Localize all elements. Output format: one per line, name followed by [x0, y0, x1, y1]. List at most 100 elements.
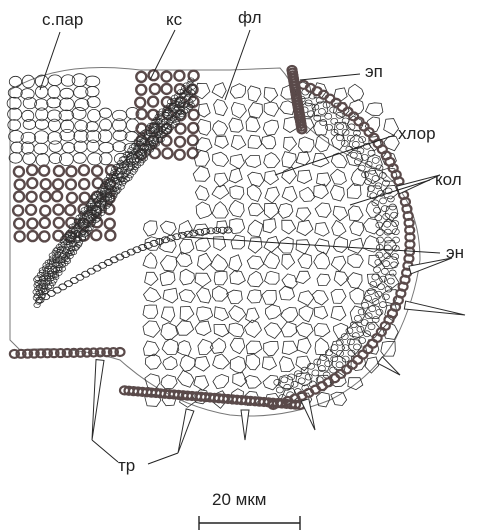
- cortex-cell: [347, 273, 363, 289]
- parenchyma-cell: [36, 153, 49, 166]
- cortex-cell: [280, 101, 294, 115]
- sclerenchyma-cell: [15, 180, 25, 190]
- trichome: [378, 357, 400, 375]
- sclerenchyma-cell: [54, 218, 64, 228]
- cortex-cell: [282, 186, 297, 202]
- collenchyma-cell: [368, 150, 375, 156]
- collenchyma-cell: [379, 172, 386, 178]
- label-hlor: хлор: [398, 124, 436, 144]
- sclerenchyma-cell: [52, 191, 62, 201]
- collenchyma-cell: [325, 113, 332, 119]
- cortex-cell: [265, 187, 280, 203]
- cortex-cell: [297, 220, 313, 235]
- leader-kol: [350, 180, 430, 205]
- cortex-cell: [214, 99, 228, 115]
- cortex-cell: [163, 288, 178, 303]
- cortex-cell: [145, 272, 158, 285]
- sclerenchyma-cell: [161, 72, 171, 82]
- collenchyma-cell: [337, 124, 344, 130]
- cortex-cell: [248, 271, 264, 287]
- cortex-cell: [195, 273, 211, 287]
- endodermis-cell: [70, 277, 78, 283]
- collenchyma-cell: [358, 309, 365, 315]
- trichome: [178, 409, 194, 453]
- cortex-cell: [331, 169, 347, 184]
- sclerenchyma-cell: [39, 166, 49, 176]
- sclerenchyma-cell: [137, 109, 147, 119]
- cortex-cell: [211, 254, 228, 270]
- cortex-cell: [230, 270, 246, 284]
- endodermis-cell: [65, 281, 73, 287]
- collenchyma-cell: [372, 157, 379, 163]
- cortex-cell: [296, 323, 313, 338]
- cortex-cell: [214, 271, 227, 285]
- cortex-cell: [265, 271, 280, 284]
- cortex-cell: [331, 290, 346, 304]
- cortex-cell: [195, 238, 210, 252]
- collenchyma-cell: [392, 220, 399, 226]
- cortex-cell: [248, 203, 263, 216]
- sclerenchyma-cell: [41, 179, 51, 189]
- parenchyma-cell: [7, 97, 21, 109]
- cortex-cell: [248, 103, 262, 119]
- cortex-cell: [299, 306, 313, 322]
- cortex-cell: [229, 200, 244, 217]
- collenchyma-cell: [375, 215, 382, 221]
- collenchyma-cell: [325, 361, 332, 367]
- collenchyma-cell: [372, 274, 379, 280]
- cortex-cell: [350, 288, 364, 304]
- endodermis-cell: [93, 265, 101, 271]
- collenchyma-cell: [379, 302, 386, 308]
- cortex-cell: [180, 355, 195, 371]
- cortex-cell: [214, 173, 228, 187]
- cortex-cell: [195, 186, 209, 201]
- collenchyma-cell: [312, 370, 319, 376]
- cortex-cell: [299, 137, 315, 153]
- cortex-cell: [197, 307, 213, 321]
- endodermis-cell: [76, 274, 84, 280]
- cortex-cell: [161, 307, 175, 322]
- cortex-cell: [229, 306, 246, 323]
- sclerenchyma-cell: [92, 166, 102, 176]
- parenchyma-cell: [87, 140, 99, 152]
- cortex-cell: [330, 185, 344, 201]
- collenchyma-cell: [281, 377, 288, 383]
- parenchyma-cell: [47, 98, 61, 108]
- scale-bar-label: 20 мкм: [212, 490, 266, 510]
- cortex-cell: [143, 305, 158, 318]
- cortex-cell: [334, 271, 348, 286]
- sclerenchyma-cell: [79, 165, 89, 175]
- cortex-cell: [296, 151, 310, 165]
- cortex-cell: [230, 84, 245, 99]
- collenchyma-cell: [276, 387, 283, 393]
- collenchyma-cell: [375, 291, 382, 297]
- endodermis-cell: [82, 271, 90, 277]
- sclerenchyma-cell: [162, 84, 172, 94]
- parenchyma-cell: [87, 97, 100, 108]
- cortex-cell: [212, 83, 226, 99]
- cortex-cell: [282, 341, 298, 354]
- cortex-cell: [197, 288, 212, 304]
- collenchyma-cell: [389, 204, 396, 210]
- collenchyma-cell: [376, 309, 383, 315]
- endodermis-cell: [87, 268, 95, 274]
- collenchyma-cell: [352, 141, 359, 147]
- cortex-cell: [315, 338, 329, 355]
- sclerenchyma-cell: [65, 205, 75, 215]
- cortex-cell: [348, 206, 363, 221]
- sclerenchyma-cell: [79, 179, 89, 189]
- collenchyma-cell: [320, 354, 327, 360]
- cortex-cell: [248, 135, 262, 148]
- parenchyma-cell: [49, 141, 62, 152]
- sclerenchyma-cell: [135, 98, 145, 108]
- cortex-cell: [229, 118, 244, 132]
- parenchyma-cell: [48, 86, 60, 99]
- cortex-cell: [143, 321, 160, 338]
- epidermis-cell: [360, 123, 369, 131]
- collenchyma-cell: [336, 339, 343, 345]
- collenchyma-cell: [365, 179, 372, 185]
- collenchyma-cell: [298, 378, 305, 384]
- cortex-cell: [214, 324, 229, 337]
- cortex-cell: [180, 306, 194, 321]
- trichomes: [92, 175, 465, 453]
